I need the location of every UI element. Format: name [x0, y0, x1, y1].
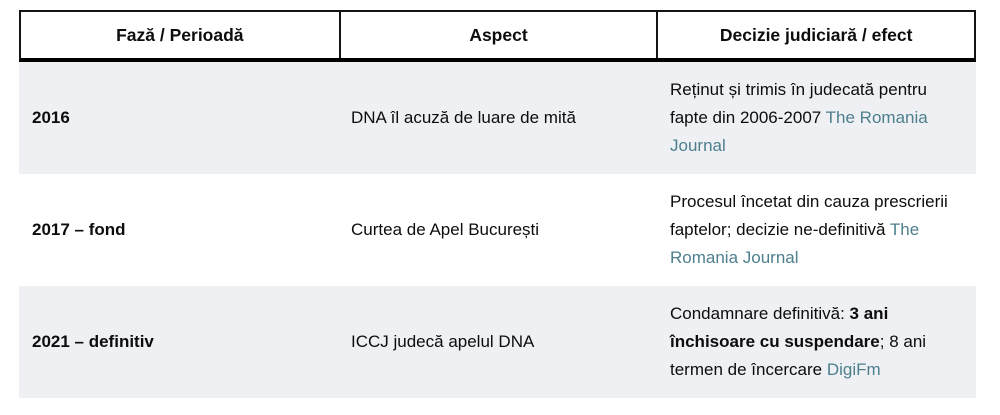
- decision-text: ; 8 ani termen de încercare: [670, 332, 927, 379]
- table-row: 2021 – definitiv ICCJ judecă apelul DNA …: [19, 286, 976, 398]
- aspect-cell: DNA îl acuză de luare de mită: [351, 108, 576, 127]
- case-timeline-table: Fază / Perioadă Aspect Decizie judiciară…: [19, 10, 976, 398]
- decision-text: Procesul încetat din cauza prescrierii f…: [670, 192, 948, 239]
- phase-cell: 2021 – definitiv: [32, 332, 154, 351]
- decision-text: Condamnare definitivă:: [670, 304, 850, 323]
- header-aspect: Aspect: [338, 12, 657, 58]
- phase-cell: 2016: [32, 108, 70, 127]
- decision-cell: Condamnare definitivă: 3 ani închisoare …: [657, 286, 976, 398]
- decision-cell: Procesul încetat din cauza prescrierii f…: [657, 174, 976, 286]
- decision-text-bold: 3 ani închisoare cu suspendare: [670, 304, 889, 351]
- table-header-row: Fază / Perioadă Aspect Decizie judiciară…: [19, 10, 976, 62]
- source-link[interactable]: DigiFm: [826, 360, 881, 379]
- table-row: 2016 DNA îl acuză de luare de mită Rețin…: [19, 62, 976, 174]
- header-decision: Decizie judiciară / efect: [656, 12, 974, 58]
- aspect-cell: ICCJ judecă apelul DNA: [351, 332, 535, 351]
- source-link[interactable]: The Romania Journal: [670, 108, 928, 155]
- phase-cell: 2017 – fond: [32, 220, 126, 239]
- source-link[interactable]: The Romania Journal: [670, 220, 920, 267]
- aspect-cell: Curtea de Apel București: [351, 220, 540, 239]
- header-phase: Fază / Perioadă: [116, 25, 244, 45]
- decision-text: Reținut și trimis în judecată pentru fap…: [670, 80, 928, 127]
- table-row: 2017 – fond Curtea de Apel București Pro…: [19, 174, 976, 286]
- decision-cell: Reținut și trimis în judecată pentru fap…: [657, 62, 976, 174]
